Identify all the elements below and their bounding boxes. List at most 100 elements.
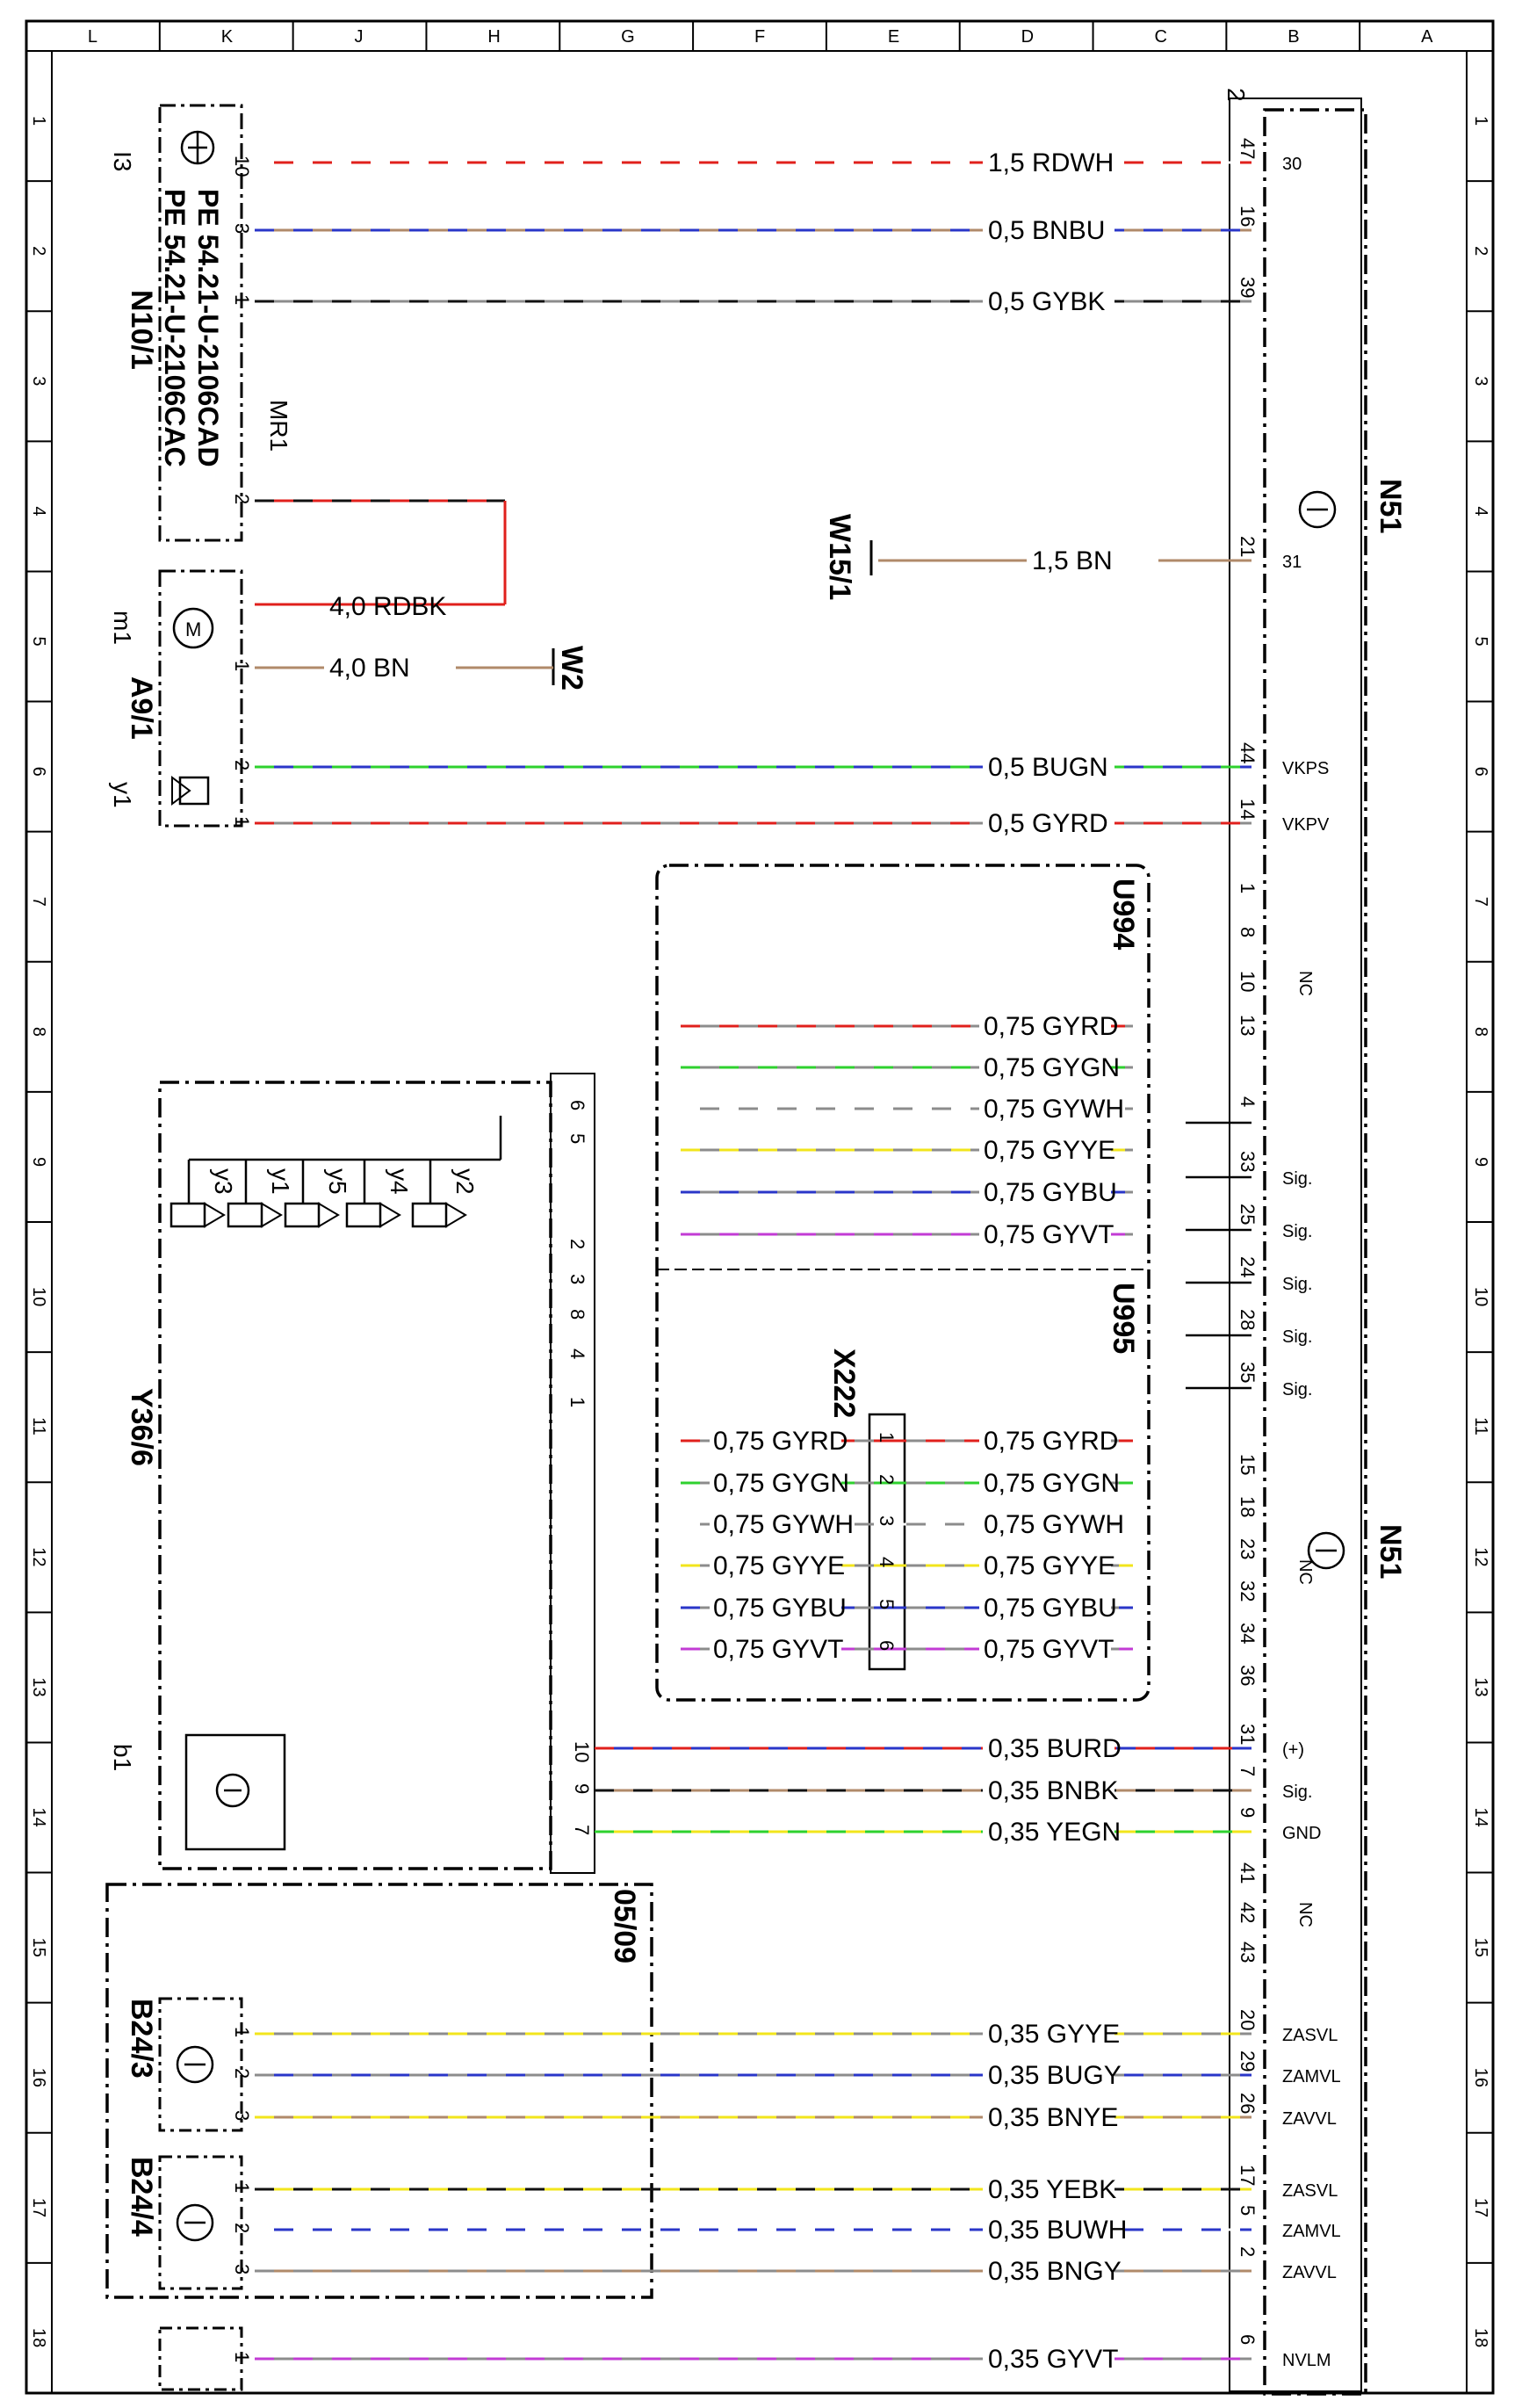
valve-y5-label: y5 — [324, 1168, 351, 1195]
grid-row-left-13: 13 — [29, 1677, 48, 1696]
wire-4-0-bn-left-pin: 1 — [231, 661, 253, 671]
grid-row-left-17: 17 — [29, 2198, 48, 2217]
x222-left-wire-5-label-bg — [710, 1587, 841, 1616]
grid-row-right-4: 4 — [1471, 506, 1490, 516]
n51-side-pins: 181013NC433Sig.25Sig.24Sig.28Sig.35Sig.1… — [1186, 883, 1315, 1963]
grid-row-right-17: 17 — [1471, 2198, 1490, 2217]
grid-row-left-14: 14 — [29, 1808, 48, 1827]
x222-left-wire-2-label: 0,75 GYGN — [713, 1469, 849, 1498]
n51-nc-label-b: NC — [1295, 1559, 1315, 1585]
n51-title-mid: N51 — [1374, 1524, 1407, 1579]
n51-nc-pin-15: 15 — [1237, 1454, 1259, 1475]
wire-0-5-gybk-label: 0,5 GYBK — [988, 287, 1105, 316]
grid-row-right-5: 5 — [1471, 637, 1490, 647]
n51-nc-pin-8: 8 — [1237, 927, 1259, 937]
wire-0-5-bnbu-label-bg — [983, 209, 1114, 239]
u994-wire-5-label: 0,75 GYBU — [984, 1178, 1117, 1207]
wire-4-0-rdbk-left-pin: 2 — [231, 494, 253, 504]
sheet-frame — [25, 19, 1495, 2395]
x222-right-wire-2-label-bg — [979, 1462, 1111, 1492]
b24-4-title: B24/4 — [125, 2157, 158, 2237]
wire-1-5-bn-n51-pin: 21 — [1237, 536, 1259, 557]
wire-0-35-gyye-label: 0,35 GYYE — [988, 2020, 1120, 2049]
wire-0-35-bugy-left-pin: 2 — [231, 2068, 253, 2079]
wire-0-35-burd-label-bg — [983, 1727, 1114, 1757]
x222-pin-5: 5 — [876, 1599, 898, 1609]
n10-1-title: N10/1 — [125, 290, 158, 370]
valve-y4-icon — [379, 1202, 401, 1228]
wire-0-35-yegn-label-bg — [983, 1811, 1114, 1840]
u994-wire-2-label: 0,75 GYGN — [984, 1053, 1120, 1082]
x222-right-wire-5-label-bg — [979, 1587, 1111, 1616]
wire-0-35-gyvt-left-pin: 1 — [231, 2352, 253, 2362]
valve-y4-coil — [345, 1202, 382, 1228]
wire-0-35-bugy-label: 0,35 BUGY — [988, 2061, 1122, 2090]
n51-connector: 2 — [1223, 88, 1250, 102]
wire-0-5-gybk-label-bg — [983, 280, 1114, 310]
n51-sig-pin-33: 33 — [1237, 1151, 1259, 1172]
valve-y3-icon — [204, 1202, 226, 1228]
grid-row-right-11: 11 — [1471, 1417, 1490, 1435]
grid-column-D: D — [1021, 27, 1034, 47]
valve-y4-label: y4 — [386, 1168, 413, 1195]
y36-6-connector — [550, 1073, 595, 1874]
wire-0-35-bugy-n51-pin: 29 — [1237, 2050, 1259, 2072]
n51-sig-pin-4: 4 — [1237, 1096, 1259, 1107]
wire-0-5-gyrd-n51-pin: 14 — [1237, 799, 1259, 820]
wire-0-5-gyrd-label: 0,5 GYRD — [988, 809, 1108, 838]
x222-right-wire-3-label: 0,75 GYWH — [984, 1510, 1124, 1539]
u994-wire-6-label: 0,75 GYVT — [984, 1220, 1114, 1249]
x222-pin-3: 3 — [876, 1515, 898, 1526]
valve-y2-coil — [411, 1202, 448, 1228]
grid-column-F: F — [754, 27, 765, 47]
n51-sig-pin-25: 25 — [1237, 1204, 1259, 1225]
y36-pin-1: 1 — [566, 1397, 588, 1407]
grid-row-left-3: 3 — [29, 376, 48, 386]
x222-left-wire-2-label-bg — [710, 1462, 841, 1492]
wire-0-35-bugy-label-bg — [983, 2054, 1114, 2084]
a9-1-title: A9/1 — [125, 676, 158, 740]
wire-0-35-yebk-n51-pin: 17 — [1237, 2165, 1259, 2186]
valve-y3-coil — [170, 1202, 206, 1228]
reference-05-09: 05/09 — [608, 1889, 641, 1963]
wire-1-5-rdwh-label: 1,5 RDWH — [988, 148, 1114, 177]
wire-0-35-bnbk-n51-pin: 7 — [1237, 1766, 1259, 1776]
x222-left-wire-4-label: 0,75 GYYE — [713, 1551, 845, 1580]
wire-0-35-gyvt-label: 0,35 GYVT — [988, 2345, 1118, 2374]
wire-0-35-bnye-left-pin: 3 — [231, 2110, 253, 2121]
n10-1-box — [158, 104, 243, 542]
wire-0-35-bnbk-signal: Sig. — [1282, 1782, 1312, 1802]
grid-column-K: K — [221, 27, 234, 47]
grid-column-H: H — [487, 27, 500, 47]
x222-left-wire-6-label-bg — [710, 1628, 841, 1658]
wire-0-35-buwh-label: 0,35 BUWH — [988, 2216, 1127, 2245]
mr1-label: MR1 — [265, 400, 292, 452]
wire-0-35-bngy-signal: ZAVVL — [1282, 2263, 1337, 2282]
x222-left-wire-1-label: 0,75 GYRD — [713, 1427, 848, 1456]
n51-sig-pin-24: 24 — [1237, 1256, 1259, 1277]
wire-0-35-bngy-label: 0,35 BNGY — [988, 2257, 1122, 2286]
wire-4-0-rdbk-label: 4,0 RDBK — [329, 592, 446, 621]
wire-0-35-bngy-label-bg — [983, 2250, 1114, 2280]
valve-y1-coil — [227, 1202, 263, 1228]
valve-y3-label: y3 — [210, 1168, 237, 1195]
wire-0-35-bnye-label: 0,35 BNYE — [988, 2103, 1118, 2132]
grid-row-right-1: 1 — [1471, 116, 1490, 126]
b24-3-sensor-icon — [176, 2045, 214, 2084]
grid-row-right-10: 10 — [1471, 1287, 1490, 1306]
wire-0-5-gyrd-label-bg — [983, 802, 1114, 832]
u994-wire-2-label-bg — [979, 1046, 1111, 1076]
x222-right-wire-6-label-bg — [979, 1628, 1111, 1658]
n51-nc-pin-1: 1 — [1237, 883, 1259, 893]
u994-wire-1-label-bg — [979, 1005, 1111, 1035]
wire-0-35-yebk-label-bg — [983, 2168, 1114, 2198]
n51-nc-label-a: NC — [1295, 971, 1315, 996]
n51-sig-pin-28: 28 — [1237, 1309, 1259, 1330]
wire-4-0-bn-label: 4,0 BN — [329, 654, 410, 683]
wire-0-35-burd-label: 0,35 BURD — [988, 1734, 1122, 1763]
grid-row-left-15: 15 — [29, 1938, 48, 1957]
grid-row-right-12: 12 — [1471, 1547, 1490, 1566]
u994-wire-3-label: 0,75 GYWH — [984, 1095, 1124, 1124]
x222-left-wire-3-label-bg — [710, 1503, 841, 1533]
